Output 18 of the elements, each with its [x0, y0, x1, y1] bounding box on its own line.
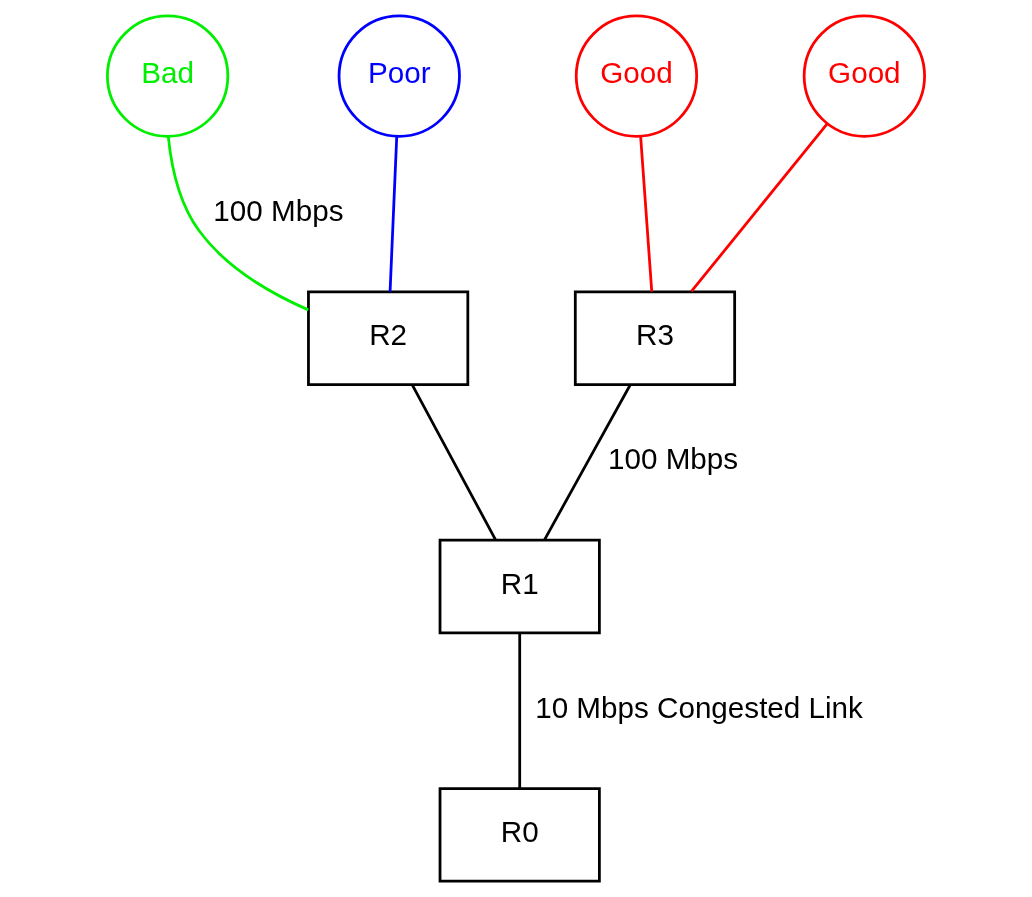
connector [690, 123, 828, 293]
edge-label: 100 Mbps [213, 194, 344, 228]
node-box: R1 [438, 538, 601, 635]
edge-label: 10 Mbps Congested Link [535, 690, 863, 724]
connector [388, 136, 399, 292]
connector [411, 384, 497, 541]
connector [543, 384, 632, 541]
node-circle: Bad [106, 14, 230, 138]
node-circle: Good [574, 14, 699, 138]
node-box: R3 [573, 290, 737, 386]
edge-label: 100 Mbps [608, 442, 739, 476]
connector [639, 136, 654, 292]
node-circle: Good [802, 14, 926, 138]
node-circle: Poor [337, 14, 461, 138]
node-box: R2 [307, 290, 470, 386]
connector [518, 633, 522, 789]
node-box: R0 [438, 787, 601, 883]
connector [166, 136, 309, 312]
